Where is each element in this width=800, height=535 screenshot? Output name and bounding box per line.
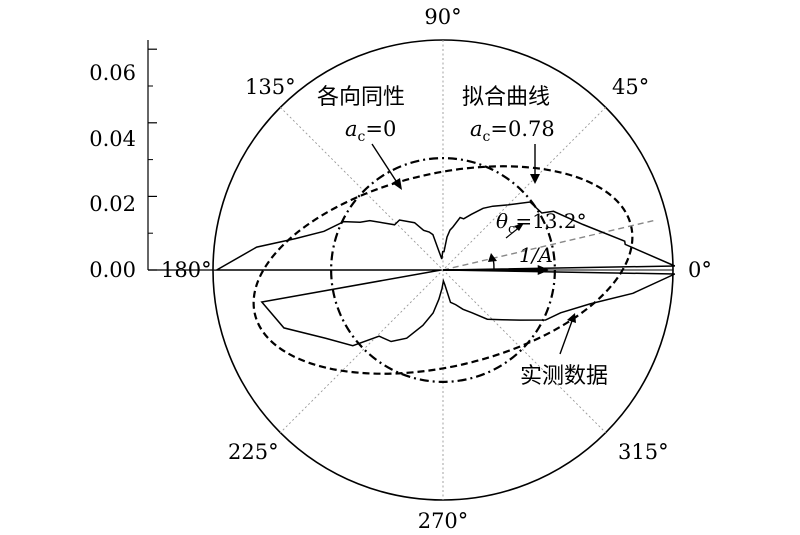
annotation-isotropic-ac: ac=0 [345, 117, 396, 145]
annotations: 各向同性 ac=0 拟合曲线 ac=0.78 θc=13.2° 1/A 实测数据 [317, 85, 608, 389]
arrowhead-theta-small [514, 223, 524, 231]
arrowhead-fit [530, 174, 540, 184]
measured-rose-line [213, 201, 676, 347]
angle-label-90: 90° [424, 5, 461, 29]
radial-tick-0.04: 0.04 [89, 127, 136, 151]
annotation-one-over-a: 1/A [519, 243, 553, 267]
isotropic-circle [330, 157, 556, 383]
one-over-a-arrowhead [537, 265, 550, 275]
annotation-theta: θc=13.2° [496, 209, 587, 237]
principal-direction-line [442, 219, 655, 271]
angle-label-225: 225° [228, 440, 279, 464]
annotation-fit-curve: 拟合曲线 [462, 85, 550, 110]
arrowhead-isotropic [392, 178, 402, 190]
theta-value: =13.2° [515, 209, 586, 233]
angle-labels: 90° 45° 135° 180° 0° 225° 315° 270° [161, 5, 712, 533]
angle-label-135: 135° [245, 75, 296, 99]
series-layer [213, 157, 676, 383]
isotropic-ac-value: =0 [365, 117, 396, 141]
theta-symbol: θ [496, 209, 508, 233]
angle-label-180: 180° [161, 258, 212, 282]
ac-symbol: a [470, 117, 483, 141]
arrow-isotropic [371, 143, 399, 185]
arrow-measured [559, 320, 573, 355]
polar-grid [212, 39, 674, 501]
angle-label-270: 270° [418, 509, 469, 533]
radial-tick-0.00: 0.00 [89, 258, 136, 282]
ac-subscript: c [483, 129, 491, 145]
angle-label-315: 315° [618, 440, 669, 464]
radial-tick-labels: 0.06 0.04 0.02 0.00 [89, 61, 136, 282]
theta-subscript: c [508, 222, 515, 237]
theta-arc-head [488, 253, 497, 262]
radial-tick-0.06: 0.06 [89, 61, 136, 85]
ac-symbol: a [345, 117, 358, 141]
angle-label-45: 45° [612, 75, 649, 99]
annotation-fit-ac: ac=0.78 [470, 117, 555, 145]
radial-tick-0.02: 0.02 [89, 192, 136, 216]
annotation-isotropic: 各向同性 [317, 85, 405, 110]
angle-label-0: 0° [688, 258, 712, 282]
fit-ac-value: =0.78 [490, 117, 554, 141]
arrowhead-measured [567, 313, 576, 323]
radial-axis [147, 40, 213, 271]
ac-subscript: c [358, 129, 366, 145]
annotation-measured: 实测数据 [520, 364, 608, 389]
